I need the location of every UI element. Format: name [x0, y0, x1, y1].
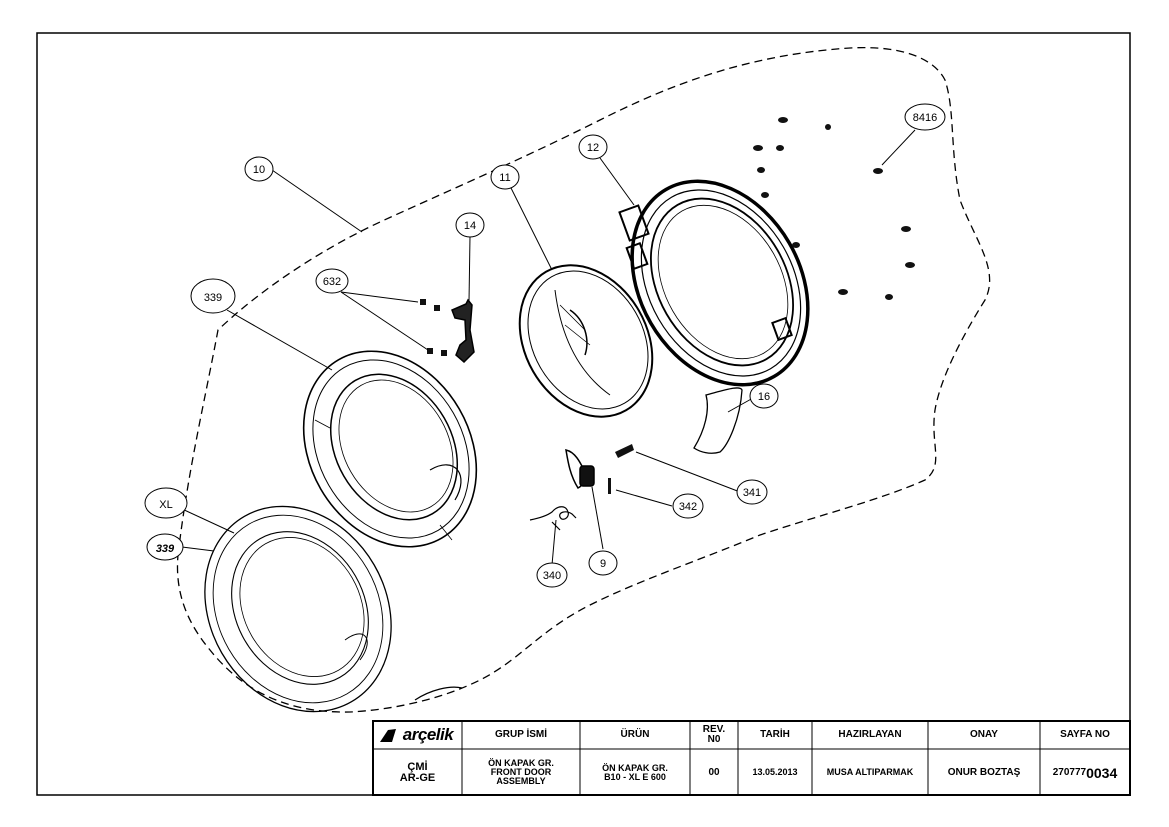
callout-342-label: 342 — [679, 501, 697, 513]
callout-xl-label: XL — [159, 499, 172, 511]
screws-8416 — [753, 117, 915, 300]
callout-12-label: 12 — [587, 142, 599, 154]
callout-339-top-label: 339 — [204, 292, 222, 304]
callout-11: 11 — [490, 164, 520, 190]
envelope-break — [414, 686, 463, 701]
arcelik-logo-text: arçelik — [402, 725, 454, 744]
callout-11-label: 11 — [499, 172, 510, 184]
header-hazirlayan: HAZIRLAYAN — [838, 729, 902, 740]
assembly-envelope — [176, 46, 991, 713]
callout-340: 340 — [536, 562, 568, 588]
callout-12: 12 — [578, 134, 608, 160]
callout-339-bottom: 339 — [146, 533, 184, 561]
callout-339-bottom-label: 339 — [156, 543, 175, 555]
latch-bracket-14 — [451, 298, 475, 364]
callout-632: 632 — [315, 268, 349, 294]
leader-lines — [179, 129, 916, 566]
callout-10: 10 — [244, 156, 274, 182]
title-block-frame — [372, 720, 1131, 796]
value-cmi-arge: ÇMİ AR-GE — [399, 760, 436, 784]
pin-342 — [608, 478, 611, 494]
callout-8416: 8416 — [904, 103, 946, 131]
callout-341: 341 — [736, 479, 768, 505]
front-door-frame-339 — [302, 350, 478, 548]
door-ring-12 — [618, 179, 810, 387]
header-grup-ismi: GRUP İSMİ — [494, 729, 548, 740]
value-urun: ÖN KAPAK GR. B10 - XL E 600 — [602, 762, 668, 782]
callout-16-label: 16 — [758, 391, 770, 403]
callout-9-label: 9 — [600, 558, 606, 570]
spring-340 — [529, 506, 577, 531]
callout-342: 342 — [672, 493, 704, 519]
value-grup-ismi: ÖN KAPAK GR. FRONT DOOR ASSEMBLY — [488, 758, 554, 786]
callout-14-label: 14 — [464, 220, 476, 232]
header-rev-no: REV. N0 — [702, 724, 726, 745]
sayfa-no-suffix: 0034 — [1086, 764, 1118, 781]
callout-339-top: 339 — [190, 278, 236, 314]
handle-9 — [565, 449, 595, 489]
outer-trim-ring-xl — [204, 505, 392, 713]
screw-341 — [615, 444, 634, 458]
value-rev-no: 00 — [708, 766, 720, 778]
header-sayfa-no: SAYFA NO — [1060, 729, 1110, 740]
callout-341-label: 341 — [743, 487, 761, 499]
callout-14: 14 — [455, 212, 485, 238]
cover-plate-16 — [693, 387, 743, 454]
arcelik-logo-mark — [380, 729, 396, 742]
header-tarih: TARİH — [760, 729, 790, 740]
header-urun: ÜRÜN — [620, 729, 650, 740]
value-onay: ONUR BOZTAŞ — [947, 766, 1021, 778]
callout-340-label: 340 — [543, 570, 561, 582]
value-tarih: 13.05.2013 — [752, 767, 798, 777]
sayfa-no-prefix: 270777 — [1052, 766, 1087, 778]
header-onay: ONAY — [970, 729, 998, 740]
callout-16: 16 — [749, 383, 779, 409]
value-hazirlayan: MUSA ALTIPARMAK — [826, 767, 914, 777]
callout-10-label: 10 — [253, 164, 265, 176]
nuts-632 — [420, 299, 447, 356]
callout-8416-label: 8416 — [913, 112, 937, 124]
callout-632-label: 632 — [323, 276, 341, 288]
inner-door-ring-11 — [518, 264, 654, 418]
callout-9: 9 — [588, 550, 618, 576]
title-block-logo: arçelik — [395, 722, 461, 748]
callout-xl: XL — [144, 487, 188, 519]
